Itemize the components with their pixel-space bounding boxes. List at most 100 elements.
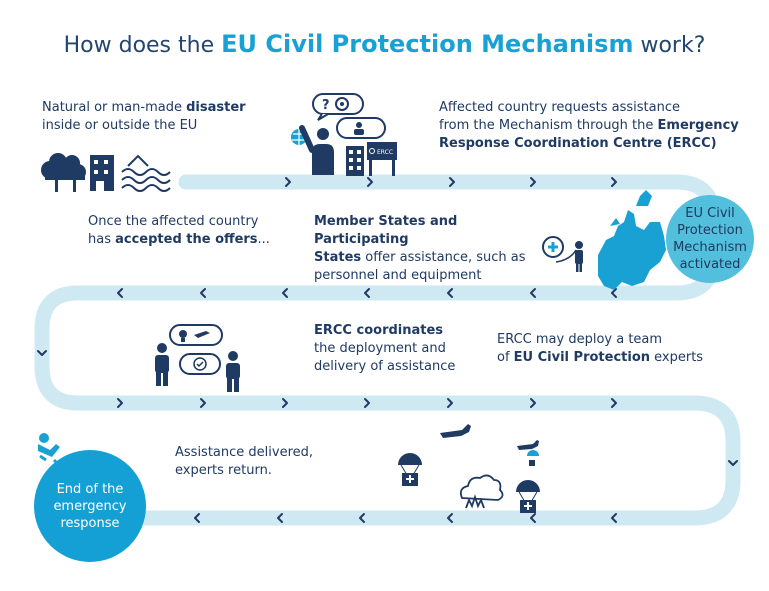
flow-chevron-icon (447, 513, 453, 523)
europe-map-icon (598, 190, 666, 290)
flow-chevron-icon (277, 513, 283, 523)
delivered-line2: experts return. (175, 463, 272, 478)
flow-chevron-icon (728, 460, 738, 466)
building-icon (346, 146, 364, 176)
coordination-icon (155, 324, 240, 392)
end-line2: emergency (53, 499, 127, 514)
offers-bold2: States (314, 250, 362, 265)
title-prefix: How does the (63, 33, 215, 58)
request-bold2: Response Coordination Centre (ERCC) (439, 136, 717, 151)
accepted-line1: Once the affected country (88, 214, 259, 229)
step-team: ERCC may deploy a team of EU Civil Prote… (497, 331, 703, 367)
delivery-icons (398, 424, 540, 513)
parachute-icon (179, 330, 187, 338)
step-delivered: Assistance delivered, experts return. (175, 444, 313, 480)
medical-help-icon (542, 236, 583, 272)
fire-smoke-icon (459, 474, 504, 509)
title-suffix: work? (640, 33, 706, 58)
delivered-line1: Assistance delivered, (175, 445, 314, 460)
flow-chevron-icon (200, 398, 206, 408)
activated-circle (666, 195, 754, 283)
aircraft-small-icon (517, 440, 539, 450)
accepted-bold: accepted the offers (115, 232, 258, 247)
svg-text:?: ? (322, 98, 330, 113)
coordinates-line2: the deployment and (314, 341, 446, 356)
activated-label: EU Civil Protection Mechanism activated (666, 205, 754, 273)
flow-chevron-icon (530, 177, 536, 187)
step-offers: Member States and Participating States o… (314, 213, 554, 285)
team-line2b: experts (650, 350, 704, 365)
request-help-icon: ? ERCC (291, 93, 397, 176)
parachute-supply-icon (398, 453, 422, 465)
flow-chevron-icon (447, 288, 453, 298)
flow-chevron-icon (282, 288, 288, 298)
speech-bubble-icon (312, 93, 364, 115)
offers-line3: personnel and equipment (314, 268, 482, 283)
request-line2: from the Mechanism through the (439, 118, 658, 133)
activated-line2: Protection (677, 223, 743, 238)
flow-chevron-icon (117, 288, 123, 298)
flow-chevron-icon (367, 177, 373, 187)
disaster-bold: disaster (186, 100, 246, 115)
disaster-line2: inside or outside the EU (42, 118, 198, 133)
flow-chevron-icon (449, 177, 455, 187)
check-icon (193, 357, 207, 371)
ercc-sign-icon (367, 142, 397, 160)
flow-chevron-icon (530, 513, 536, 523)
swimmer-rescue-icon (38, 433, 60, 466)
offers-text: offer assistance, such as (361, 250, 526, 265)
page-title: How does the EU Civil Protection Mechani… (0, 30, 769, 58)
activated-line3: Mechanism (673, 240, 747, 255)
parachute-supply-2-icon (516, 480, 540, 492)
end-line3: response (60, 516, 120, 531)
flow-chevron-icon (530, 398, 536, 408)
plane-icon (194, 331, 210, 338)
flow-chevron-icon (364, 288, 370, 298)
disaster-text: Natural or man-made (42, 100, 187, 115)
request-bold1: Emergency (657, 118, 739, 133)
coordinates-line3: delivery of assistance (314, 359, 456, 374)
flow-chevron-icon (447, 398, 453, 408)
step-disaster: Natural or man-made disaster inside or o… (42, 99, 246, 135)
flow-chevron-icon (364, 398, 370, 408)
flow-chevron-icon (285, 177, 291, 187)
lifebuoy-icon (335, 97, 349, 111)
flood-waves-icon (121, 154, 171, 192)
flow-chevron-icon (611, 513, 617, 523)
coordinates-bold: ERCC coordinates (314, 323, 444, 338)
person-left-icon (157, 343, 167, 353)
person-right-icon (228, 351, 238, 361)
team-line2a: of (497, 350, 514, 365)
team-line1: ERCC may deploy a team (497, 332, 663, 347)
aircraft-icon (440, 424, 471, 438)
step-coordinates: ERCC coordinates the deployment and deli… (314, 322, 455, 376)
accepted-line2b: ... (257, 232, 270, 247)
end-line1: End of the (56, 482, 124, 497)
flow-chevron-icon (200, 288, 206, 298)
flow-chevron-icon (611, 288, 617, 298)
activated-line1: EU Civil (685, 206, 735, 221)
flow-chevron-icon (37, 350, 47, 356)
flow-chevron-icon (117, 398, 123, 408)
flow-chevrons (37, 177, 738, 523)
step-request: Affected country requests assistance fro… (439, 99, 739, 153)
disaster-icon (41, 153, 114, 192)
accepted-line2a: has (88, 232, 116, 247)
flow-chevron-icon (530, 288, 536, 298)
title-emphasis: EU Civil Protection Mechanism (221, 30, 634, 58)
offers-bold1: Member States and Participating (314, 214, 458, 247)
activated-line4: activated (679, 257, 741, 272)
flow-chevron-icon (611, 177, 617, 187)
flow-chevron-icon (194, 513, 200, 523)
team-bold: EU Civil Protection (513, 350, 651, 365)
flow-chevron-icon (359, 513, 365, 523)
person-icon (312, 144, 334, 175)
end-label: End of the emergency response (40, 481, 140, 532)
flow-chevron-icon (611, 398, 617, 408)
step-accepted: Once the affected country has accepted t… (88, 213, 270, 249)
svg-text:ERCC: ERCC (377, 149, 393, 156)
request-line1: Affected country requests assistance (439, 100, 680, 115)
end-circle (34, 450, 146, 562)
